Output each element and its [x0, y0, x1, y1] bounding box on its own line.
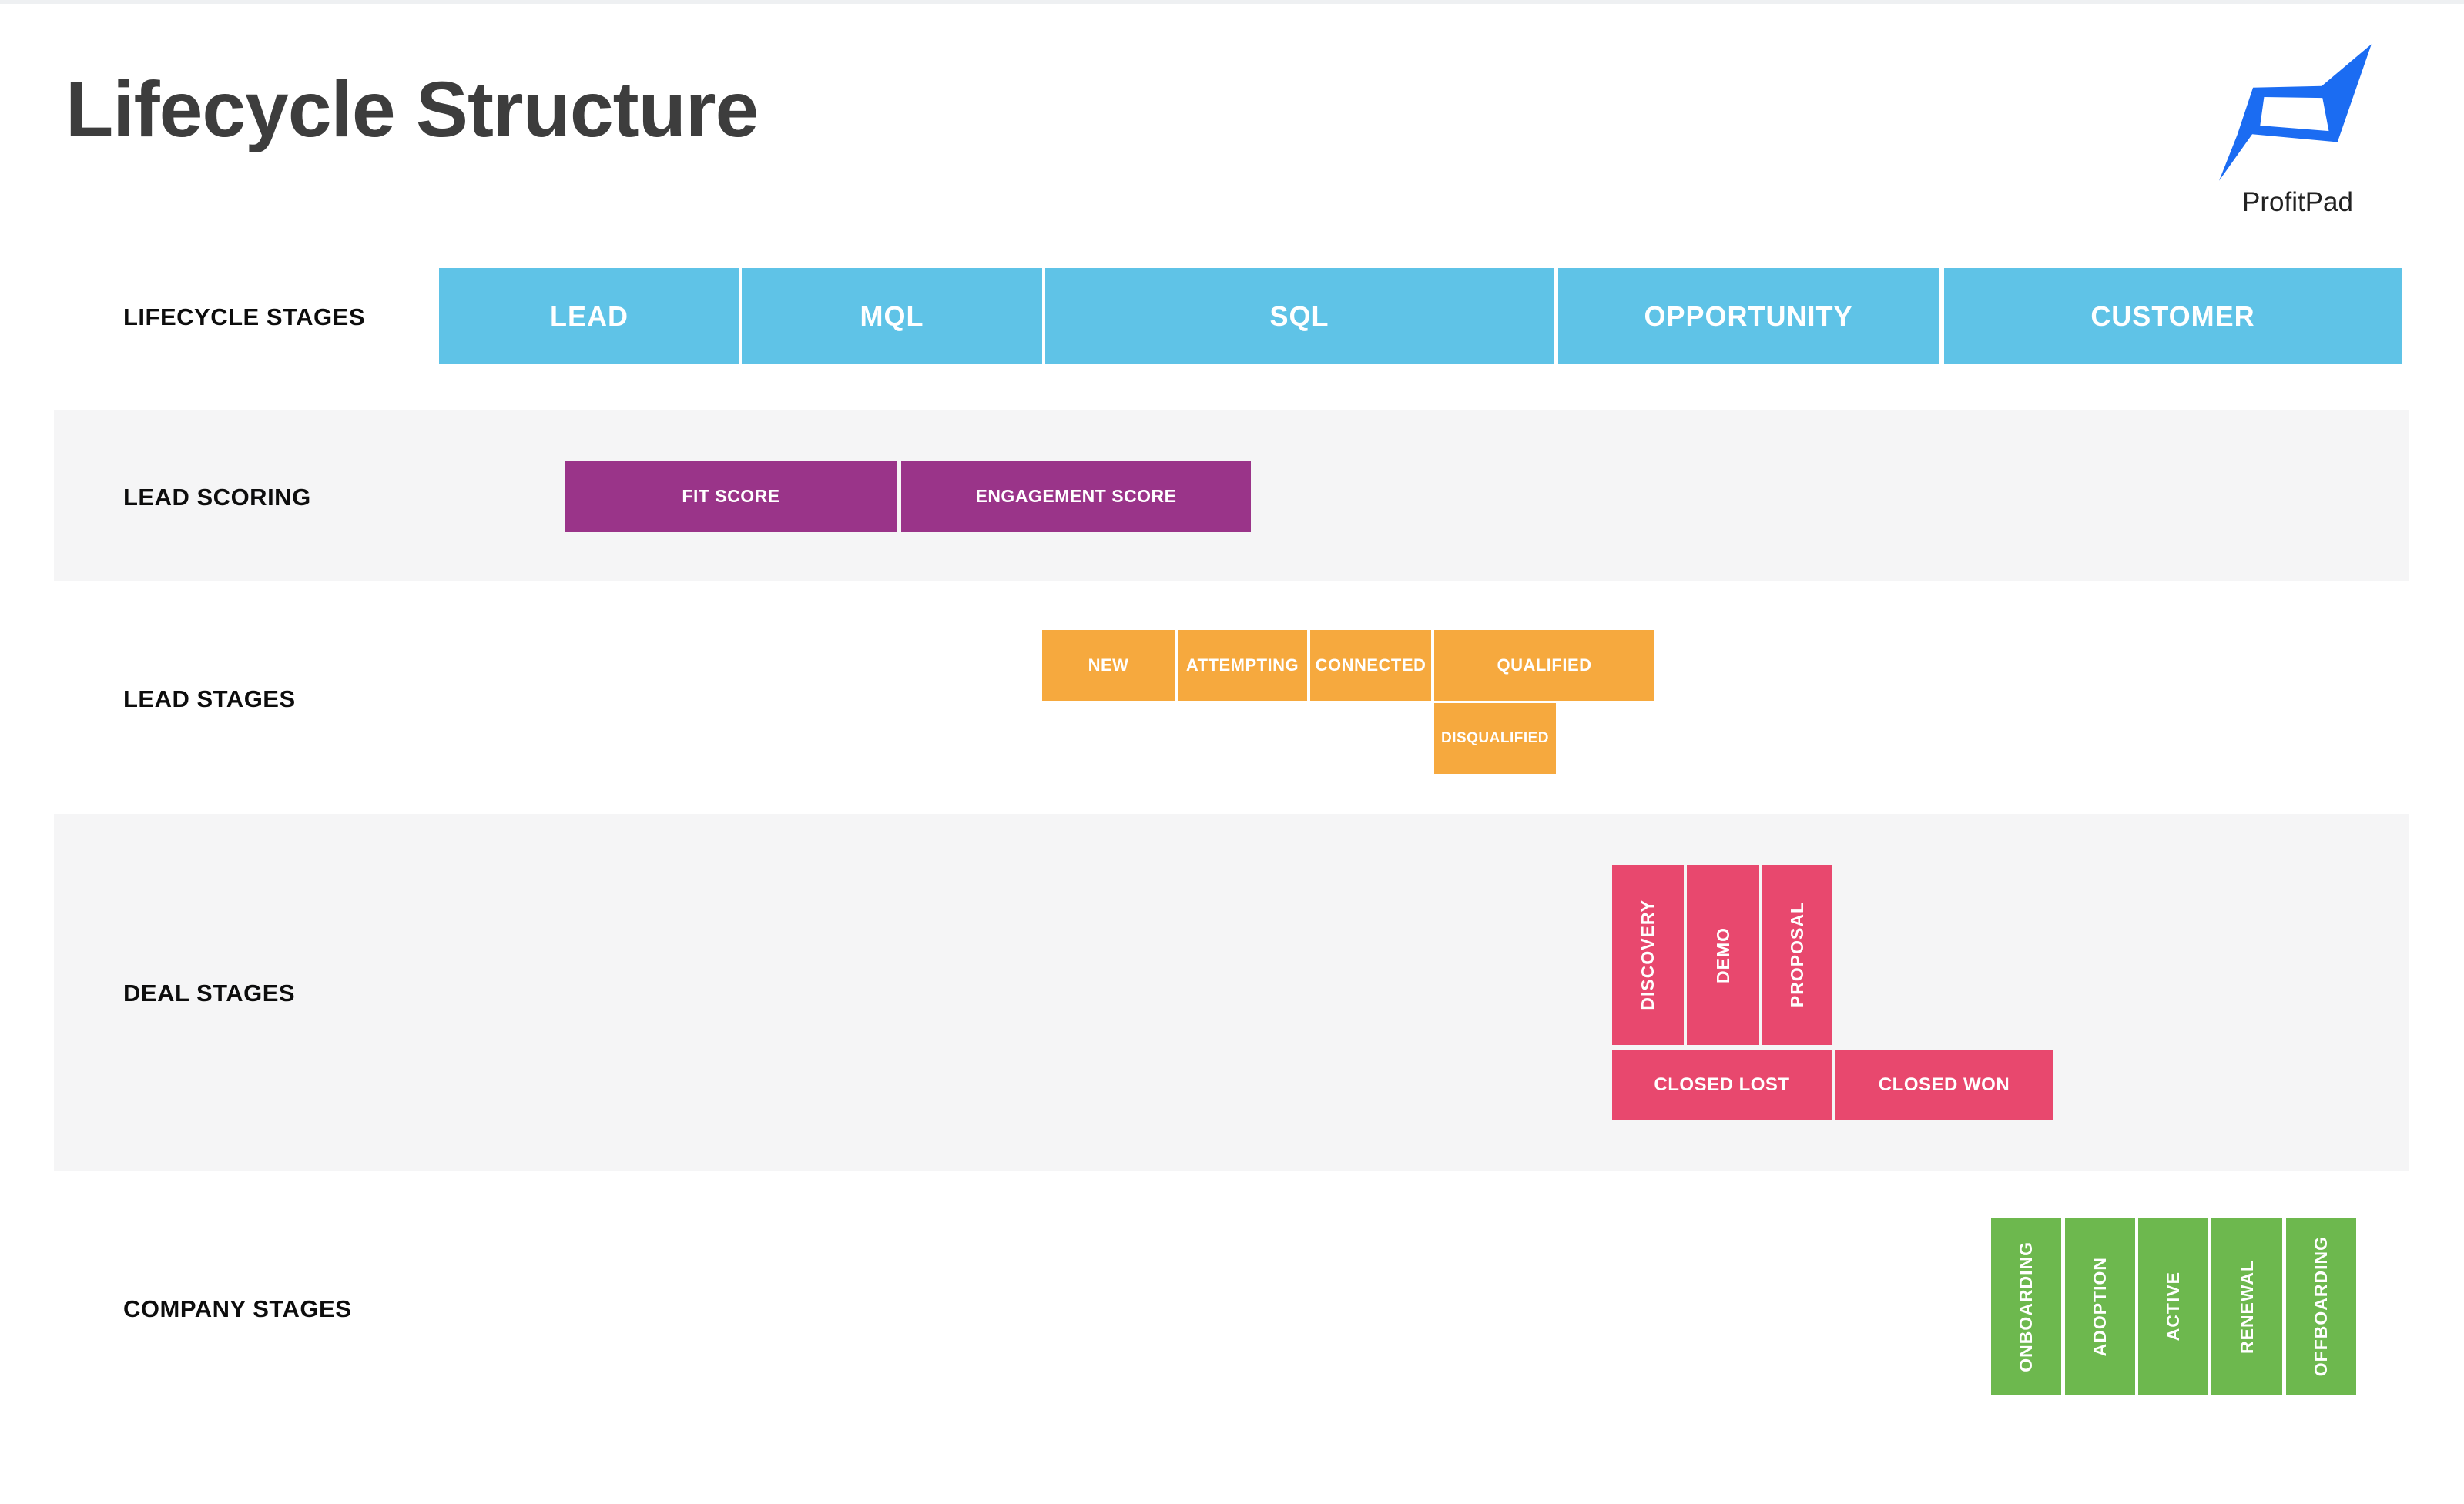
- stage-lead[interactable]: LEAD: [439, 268, 739, 364]
- company-stage-active-label: ACTIVE: [2162, 1271, 2183, 1342]
- company-stage-renewal-label: RENEWAL: [2236, 1259, 2257, 1354]
- company-stage-onboarding-label: ONBOARDING: [2016, 1241, 2036, 1372]
- score-fit[interactable]: FIT SCORE: [565, 461, 897, 532]
- profitpad-logo-icon: [2218, 44, 2372, 181]
- stage-mql[interactable]: MQL: [742, 268, 1042, 364]
- company-stage-onboarding[interactable]: ONBOARDING: [1991, 1218, 2061, 1395]
- deal-stage-discovery-label: DISCOVERY: [1638, 899, 1658, 1010]
- row-label-lead-stages: LEAD STAGES: [123, 685, 296, 712]
- brand-name: ProfitPad: [2242, 187, 2353, 217]
- lead-stage-qualified[interactable]: QUALIFIED: [1434, 630, 1654, 701]
- deal-stages-band: [54, 814, 2409, 1171]
- deal-stage-demo-label: DEMO: [1712, 926, 1733, 983]
- company-stage-adoption[interactable]: ADOPTION: [2065, 1218, 2135, 1395]
- row-label-deal-stages: DEAL STAGES: [123, 980, 296, 1007]
- brand-block: ProfitPad: [2217, 40, 2379, 233]
- deal-stage-proposal-label: PROPOSAL: [1786, 902, 1807, 1008]
- deal-stage-closed-lost[interactable]: CLOSED LOST: [1612, 1050, 1832, 1120]
- stage-customer[interactable]: CUSTOMER: [1944, 268, 2402, 364]
- company-stage-offboarding[interactable]: OFFBOARDING: [2286, 1218, 2356, 1395]
- stage-opportunity[interactable]: OPPORTUNITY: [1558, 268, 1939, 364]
- company-stage-renewal[interactable]: RENEWAL: [2211, 1218, 2282, 1395]
- lead-stage-connected[interactable]: CONNECTED: [1310, 630, 1431, 701]
- company-stage-active[interactable]: ACTIVE: [2138, 1218, 2208, 1395]
- top-edge-strip: [0, 0, 2464, 4]
- row-label-company-stages: COMPANY STAGES: [123, 1295, 352, 1322]
- row-label-lifecycle-stages: LIFECYCLE STAGES: [123, 303, 366, 330]
- deal-stage-demo[interactable]: DEMO: [1687, 865, 1759, 1045]
- lead-stage-attempting[interactable]: ATTEMPTING: [1178, 630, 1307, 701]
- stage-sql[interactable]: SQL: [1045, 268, 1554, 364]
- lead-stage-disqualified[interactable]: DISQUALIFIED: [1434, 703, 1556, 774]
- deal-stage-proposal[interactable]: PROPOSAL: [1762, 865, 1832, 1045]
- company-stage-offboarding-label: OFFBOARDING: [2311, 1236, 2331, 1377]
- company-stage-adoption-label: ADOPTION: [2090, 1256, 2110, 1357]
- deal-stage-closed-won[interactable]: CLOSED WON: [1835, 1050, 2053, 1120]
- page-title: Lifecycle Structure: [65, 65, 759, 153]
- row-label-lead-scoring: LEAD SCORING: [123, 484, 311, 511]
- deal-stage-discovery[interactable]: DISCOVERY: [1612, 865, 1684, 1045]
- lead-stage-new[interactable]: NEW: [1042, 630, 1175, 701]
- score-engagement[interactable]: ENGAGEMENT SCORE: [901, 461, 1251, 532]
